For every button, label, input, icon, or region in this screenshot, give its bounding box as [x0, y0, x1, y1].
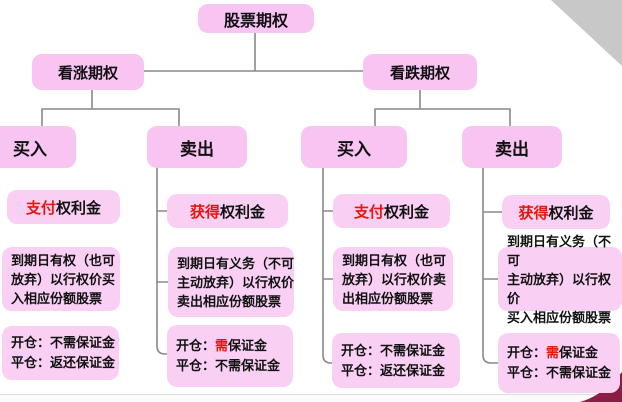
margin-line-open: 开仓：不需保证金 — [341, 341, 445, 361]
node-put-sell: 卖出 — [462, 126, 562, 168]
detail-line: 放弃）以行权价卖 — [342, 271, 447, 287]
margin-call-sell: 开仓：需保证金 平仓：不需保证金 — [167, 325, 293, 387]
node-put-buy: 买入 — [301, 126, 407, 168]
premium-highlight: 支付 — [353, 203, 384, 221]
detail-line: 到期日有权（也可 — [11, 252, 116, 268]
detail-line: 放弃）以行权价买 — [11, 271, 116, 287]
margin-line-close: 平仓：不需保证金 — [176, 358, 281, 373]
premium-call-buy: 支付权利金 — [7, 190, 120, 224]
margin-put-sell: 开仓：需保证金 平仓：不需保证金 — [498, 333, 620, 393]
node-put-buy-label: 买入 — [337, 139, 371, 159]
margin-open-post: 保证金 — [559, 345, 599, 360]
detail-put-sell: 到期日有义务（不可 主动放弃）以行权价 买入相应份额股票 — [498, 234, 622, 325]
corner-swoosh-decoration — [580, 372, 622, 402]
node-call-sell: 卖出 — [147, 126, 247, 168]
premium-put-sell: 获得权利金 — [502, 195, 610, 229]
node-put-option: 看跌期权 — [363, 54, 477, 90]
node-put-option-label: 看跌期权 — [389, 64, 450, 82]
premium-rest: 权利金 — [548, 204, 594, 222]
margin-line-close: 平仓：不需保证金 — [507, 365, 612, 380]
premium-highlight: 获得 — [189, 203, 220, 221]
slide-footer-strip — [0, 394, 622, 402]
premium-call-sell: 获得权利金 — [167, 194, 288, 228]
margin-open-pre: 开仓： — [176, 338, 216, 353]
margin-open-pre: 开仓： — [11, 335, 51, 350]
detail-line: 主动放弃）以行权价 — [177, 274, 295, 290]
premium-highlight: 获得 — [518, 204, 549, 222]
node-put-sell-label: 卖出 — [495, 139, 529, 159]
node-call-option-label: 看涨期权 — [57, 64, 118, 82]
margin-open-pre: 开仓： — [507, 345, 547, 360]
margin-open-pre: 开仓： — [341, 342, 381, 358]
margin-line-close: 平仓：返还保证金 — [11, 355, 116, 370]
detail-line: 到期日有义务（不可 — [507, 233, 612, 268]
premium-highlight: 支付 — [25, 199, 56, 217]
node-root-label: 股票期权 — [223, 12, 288, 30]
premium-rest: 权利金 — [220, 203, 266, 221]
premium-rest: 权利金 — [384, 203, 430, 221]
detail-line: 到期日有权（也可 — [342, 252, 447, 268]
margin-open-post: 保证金 — [228, 338, 268, 353]
margin-line-open: 开仓：需保证金 — [176, 336, 267, 356]
node-call-sell-label: 卖出 — [180, 139, 214, 159]
detail-call-sell: 到期日有义务（不可 主动放弃）以行权价 卖出相应份额股票 — [168, 247, 294, 317]
node-root: 股票期权 — [198, 4, 314, 33]
margin-line-close: 平仓：返还保证金 — [341, 362, 446, 378]
detail-line: 入相应份额股票 — [11, 290, 103, 306]
margin-put-buy: 开仓：不需保证金 平仓：返还保证金 — [332, 333, 460, 388]
detail-line: 主动放弃）以行权价 — [507, 271, 612, 306]
margin-open-highlight: 需 — [546, 345, 560, 360]
margin-open-post: 不需保证金 — [50, 335, 116, 350]
node-call-option: 看涨期权 — [32, 54, 144, 90]
premium-rest: 权利金 — [56, 199, 102, 217]
detail-call-buy: 到期日有权（也可 放弃）以行权价买 入相应份额股票 — [2, 247, 120, 311]
margin-open-post: 不需保证金 — [380, 342, 446, 358]
margin-line-open: 开仓：不需保证金 — [11, 333, 115, 353]
margin-line-open: 开仓：需保证金 — [507, 343, 598, 363]
detail-line: 卖出相应份额股票 — [177, 293, 282, 309]
detail-line: 买入相应份额股票 — [507, 309, 612, 325]
premium-put-buy: 支付权利金 — [333, 194, 450, 228]
node-call-buy: 买入 — [0, 126, 76, 168]
margin-open-highlight: 需 — [215, 338, 229, 353]
detail-line: 到期日有义务（不可 — [177, 255, 295, 271]
detail-put-buy: 到期日有权（也可 放弃）以行权价卖 出相应份额股票 — [333, 247, 453, 311]
node-call-buy-label: 买入 — [13, 139, 47, 159]
margin-call-buy: 开仓：不需保证金 平仓：返还保证金 — [2, 326, 119, 380]
detail-line: 出相应份额股票 — [342, 290, 434, 306]
